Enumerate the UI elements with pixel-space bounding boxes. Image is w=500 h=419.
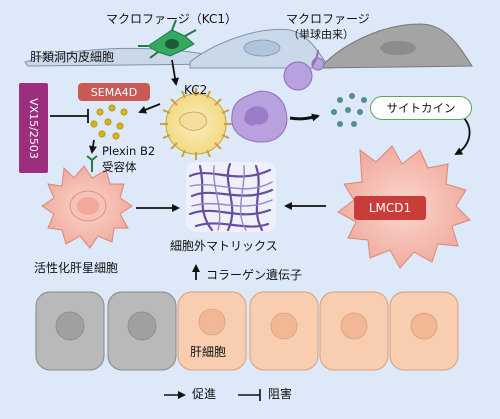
label-macrophage-monocyte-2: （単球由来） xyxy=(288,28,354,41)
label-vx15: VX15/2503 xyxy=(27,97,41,159)
sema4d-ligands xyxy=(90,104,128,140)
legend-glyphs xyxy=(164,389,261,401)
inhibit-symbol xyxy=(50,109,89,123)
hepatocyte-peach-3 xyxy=(319,291,389,371)
label-hsc: 活性化肝星細胞 xyxy=(34,261,119,275)
label-plexin-2: 受容体 xyxy=(102,160,137,174)
hepatocyte-peach-2 xyxy=(249,291,319,371)
sema4d-pill: SEMA4D xyxy=(78,83,150,101)
endothelial-nucleus-right xyxy=(380,41,416,55)
arrows xyxy=(89,59,471,280)
monocyte-macrophage-small xyxy=(283,49,325,91)
kc1-macrophage xyxy=(138,19,197,59)
endothelial-nucleus-middle xyxy=(243,39,281,57)
arrow-macrophage-to-cytokine xyxy=(289,113,320,122)
ecm-mesh xyxy=(186,162,276,232)
plexin-receptor xyxy=(86,155,98,172)
activated-hsc-cell xyxy=(41,165,133,249)
arrow-kc2-to-sema4d xyxy=(138,103,161,114)
label-macrophage-monocyte-1: マクロファージ xyxy=(286,12,370,26)
kc2-cell xyxy=(160,88,232,160)
hepatocyte-gray-1 xyxy=(35,291,105,371)
cytokine-pill: サイトカイン xyxy=(370,96,472,120)
legend-inhibit-label: 阻害 xyxy=(268,387,293,401)
arrow-kc1-to-kc2 xyxy=(171,59,179,86)
hepatocyte-peach-1 xyxy=(177,291,247,371)
legend-promote-label: 促進 xyxy=(192,387,217,401)
label-hepatocyte: 肝細胞 xyxy=(190,345,227,359)
cytokine-particles xyxy=(331,93,367,127)
monocyte-macrophage-large xyxy=(231,90,288,143)
hepatocyte-gray-2 xyxy=(107,291,177,371)
hepatocyte-row xyxy=(35,291,459,371)
label-kc2: KC2 xyxy=(184,83,208,97)
label-collagen-gene: コラーゲン遺伝子 xyxy=(206,268,303,282)
label-plexin-1: Plexin B2 xyxy=(102,144,156,158)
label-macrophage-kc1: マクロファージ（KC1） xyxy=(106,12,237,26)
vx15-pill: VX15/2503 xyxy=(19,83,48,173)
arrow-ligand-to-receptor xyxy=(89,139,97,154)
label-ecm: 細胞外マトリックス xyxy=(170,239,278,253)
lmcd1-pill: LMCD1 xyxy=(354,196,426,220)
arrow-cytokine-to-lmcd1 xyxy=(454,117,471,155)
hepatocyte-peach-4 xyxy=(389,291,459,371)
label-endothelial: 肝類洞内皮細胞 xyxy=(30,50,115,64)
